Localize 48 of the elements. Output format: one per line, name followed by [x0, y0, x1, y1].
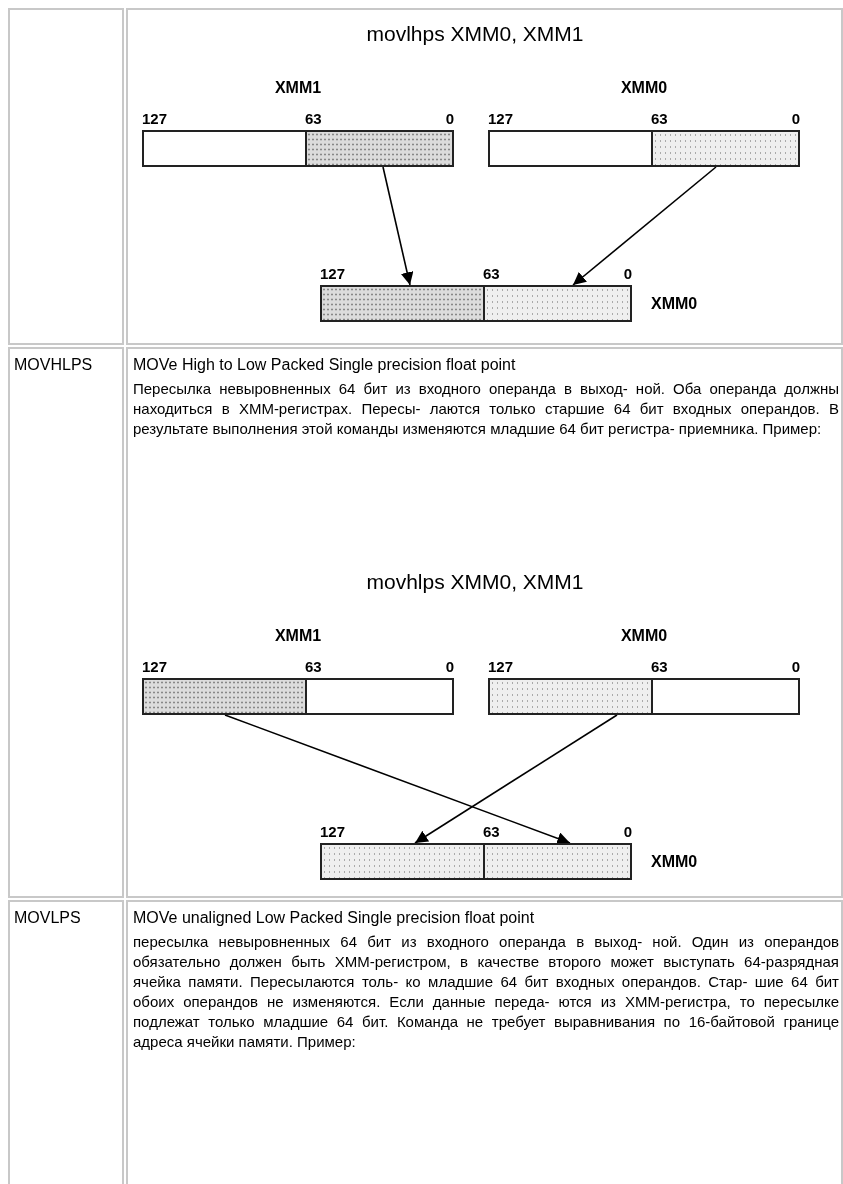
bit-number: 63 [483, 265, 500, 282]
bit-number: 127 [488, 658, 514, 675]
bit-number: 0 [445, 110, 454, 127]
bit-number: 127 [142, 110, 168, 127]
register-name: XMM0 [651, 853, 698, 871]
bit-number: 127 [320, 823, 346, 840]
bit-number: 0 [623, 823, 632, 840]
bit-number: 0 [445, 658, 454, 675]
description-text: пересылка невыровненных 64 бит из входного операнда в выход- ной. Один из операндов обязательно должен быть ХММ-регистром, в качестве второго может выступать 64-разрядная ячейка памяти. Пересылаются толь- ко младшие 64 бит входных операндов. Стар- шие 64 бит обоих операндов не изменяются. Если данные переда- ются из ХММ-регистра, то пересылке подлежат только младшие 64 бит. Команда не требует выравнивания по 16-байтовой границе адреса ячейки памяти. Пример: [133, 932, 839, 1052]
instruction-mnemonic: MOVHLPS [14, 356, 93, 374]
register-name: XMM1 [274, 627, 322, 645]
instruction-name: MOVe High to Low Packed Single precision float point [133, 356, 516, 374]
description-text: Пересылка невыровненных 64 бит из входного операнда в выход- ной. Оба операнда должны находиться в ХММ-регистрах. Пересы- лаются только старшие 64 бит входных операндов. В результате выполнения этой команды изменяются младшие 64 бит регистра- приемника. Пример: [133, 379, 839, 439]
register-name: XMM0 [620, 627, 668, 645]
bit-number: 127 [320, 265, 346, 282]
register-half [652, 679, 799, 714]
bit-number: 0 [623, 265, 632, 282]
instruction-mnemonic: MOVLPS [14, 909, 81, 927]
arrow [572, 166, 717, 286]
register-half [321, 286, 484, 321]
bit-number: 63 [305, 110, 322, 127]
bit-number: 63 [483, 823, 500, 840]
register-name: XMM0 [651, 295, 698, 313]
arrow [414, 714, 618, 844]
register-half [306, 131, 453, 166]
bit-number: 63 [651, 658, 668, 675]
bit-number: 127 [488, 110, 514, 127]
arrow [382, 166, 414, 286]
bit-number: 127 [142, 658, 168, 675]
register-half [306, 679, 453, 714]
instruction-syntax: movlhps XMM0, XMM1 [366, 22, 584, 46]
instruction-name: MOVe unaligned Low Packed Single precision float point [133, 909, 535, 927]
register-name: XMM1 [274, 79, 322, 97]
register-name: XMM0 [620, 79, 668, 97]
register-half [489, 131, 652, 166]
bit-number: 0 [791, 110, 800, 127]
register-half [321, 844, 484, 879]
bit-number: 63 [305, 658, 322, 675]
register-half [652, 131, 799, 166]
register-half [484, 844, 631, 879]
bit-number: 0 [791, 658, 800, 675]
register-half [489, 679, 652, 714]
instruction-syntax: movhlps XMM0, XMM1 [366, 570, 584, 594]
register-half [484, 286, 631, 321]
register-half [143, 679, 306, 714]
arrow [224, 714, 571, 845]
bit-number: 63 [651, 110, 668, 127]
register-half [143, 131, 306, 166]
